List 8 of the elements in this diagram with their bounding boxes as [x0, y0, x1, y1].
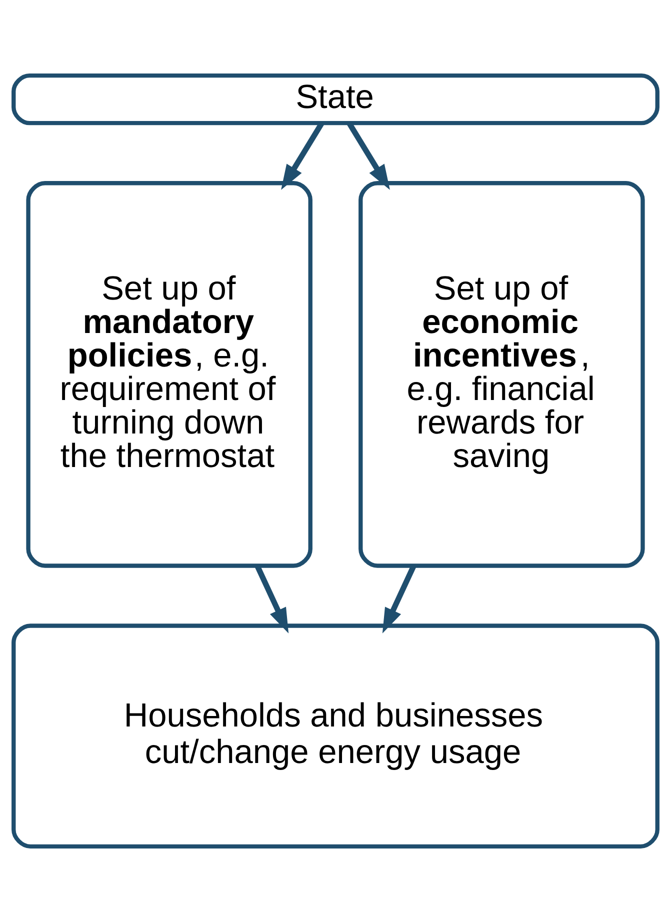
- node-box: Set up of economic incentives, e.g. financial rewards for saving: [358, 181, 645, 568]
- arrow: [347, 122, 390, 190]
- arrow: [254, 564, 289, 634]
- node-box: Households and businesses cut/change energy usage: [12, 624, 660, 848]
- arrow: [281, 122, 324, 190]
- node-box: Set up of mandatory policies, e.g. requirement of turning down the thermostat: [26, 181, 312, 568]
- node-box: State: [12, 74, 660, 126]
- arrow: [382, 564, 416, 634]
